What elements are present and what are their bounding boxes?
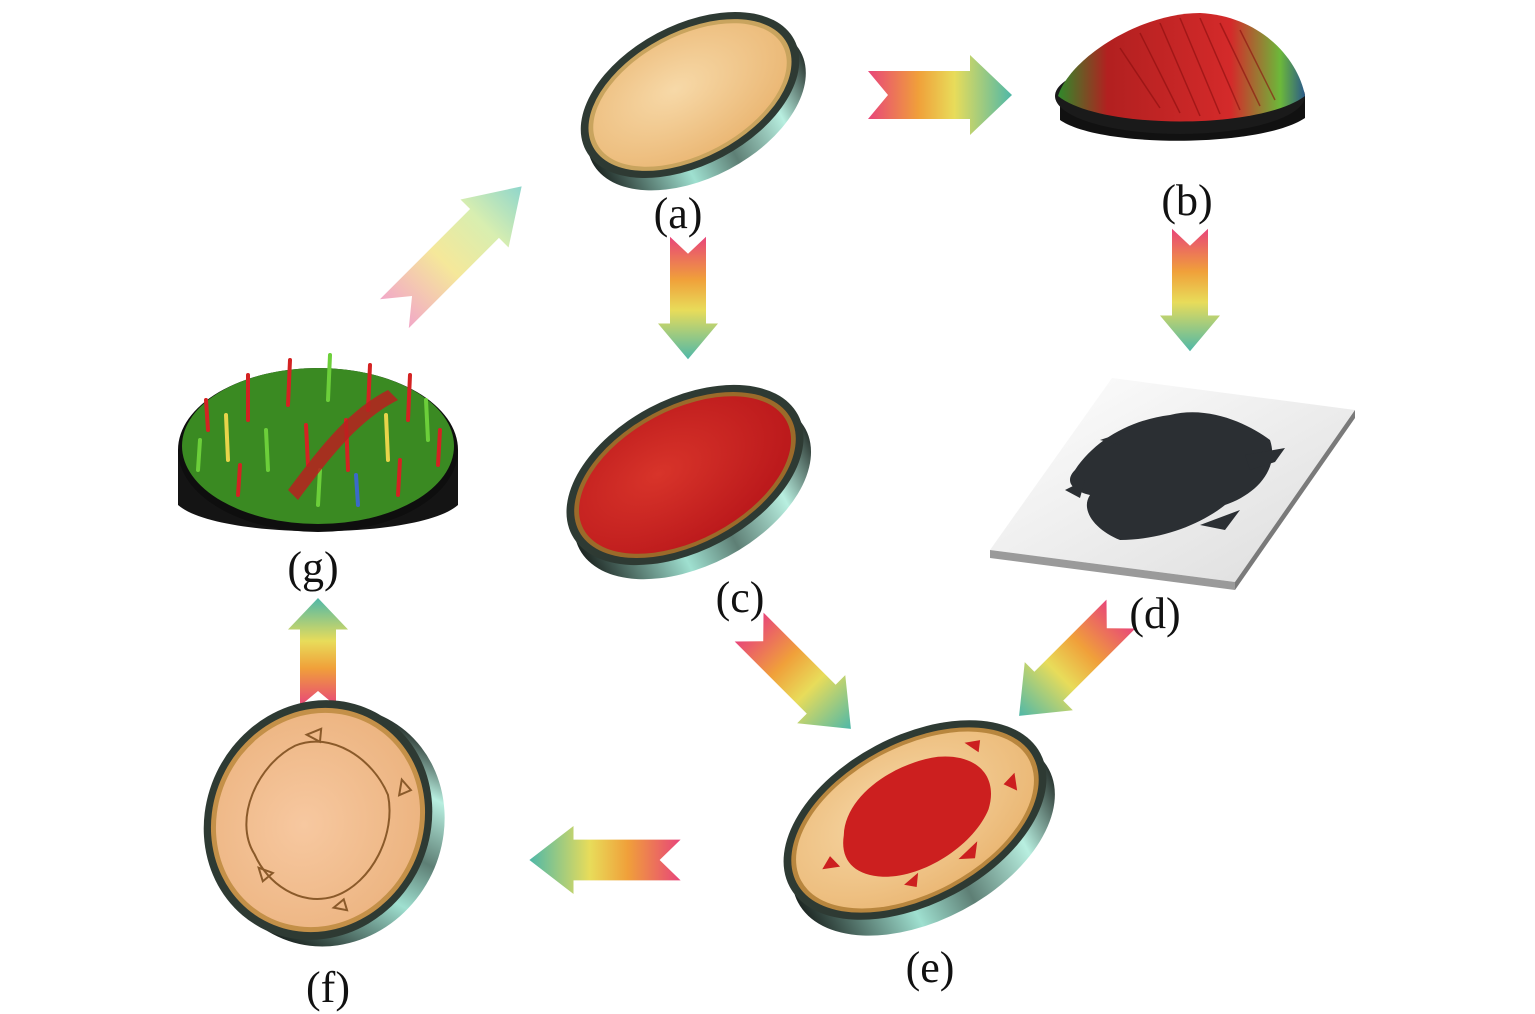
- arrow-f-to-g: [288, 598, 348, 706]
- arrow-c-to-e: [725, 603, 875, 753]
- wafer-e-patterned-resist: [783, 720, 1055, 936]
- label-d: (d): [1129, 589, 1180, 638]
- arrow-g-to-a: [370, 162, 546, 338]
- arrow-b-to-d: [1160, 228, 1220, 352]
- arrow-d-to-e: [995, 590, 1145, 740]
- wafer-c-resist-coated: [566, 384, 812, 580]
- label-b: (b): [1161, 176, 1212, 225]
- label-c: (c): [716, 573, 765, 622]
- photomask-d: [990, 378, 1355, 590]
- label-e: (e): [906, 943, 955, 992]
- surface-g-rough-height-map: [178, 353, 458, 532]
- label-f: (f): [306, 963, 350, 1012]
- label-a: (a): [654, 189, 703, 238]
- arrow-a-to-c: [658, 236, 718, 360]
- label-g: (g): [287, 543, 338, 592]
- wafer-a-plain: [580, 12, 806, 191]
- arrow-e-to-f: [529, 826, 681, 894]
- wafer-f-etched: [203, 700, 445, 947]
- surface-b-height-map: [1055, 13, 1305, 141]
- arrow-a-to-b: [868, 55, 1012, 135]
